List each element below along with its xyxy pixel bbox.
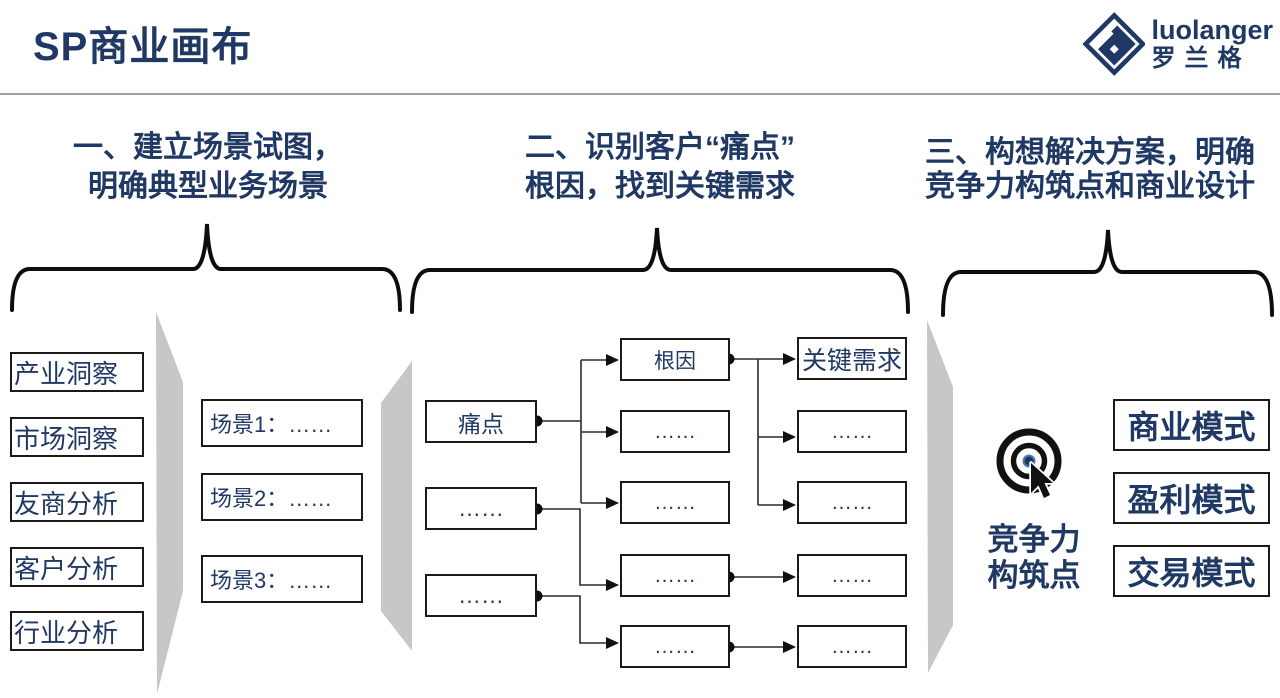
pain-box-3: …… [425, 574, 537, 617]
page-title: SP商业画布 [33, 25, 253, 69]
model-box-profit: 盈利模式 [1113, 472, 1270, 524]
target-cursor-icon [996, 428, 1062, 500]
perspective-panel-3 [927, 320, 953, 673]
step-1-line2: 明确典型业务场景 [88, 170, 328, 203]
step-3-line2: 竞争力构筑点和商业设计 [925, 170, 1255, 203]
pain-point-box: 痛点 [425, 400, 537, 443]
step-2-line1: 二、识别客户“痛点” [525, 131, 795, 164]
perspective-panel-2 [381, 361, 412, 651]
pain-box-2: …… [425, 487, 537, 530]
step-1-line1: 一、建立场景试图， [73, 131, 343, 164]
step-3-title: 三、构想解决方案，明确 竞争力构筑点和商业设计 [898, 136, 1280, 204]
root-box-2: …… [620, 410, 730, 453]
luolanger-diamond-icon [1083, 12, 1146, 76]
competitiveness-line1: 竞争力 [987, 522, 1081, 557]
connector-lines [537, 358, 785, 648]
perspective-panel-1 [156, 312, 183, 694]
brace-3 [941, 229, 1274, 317]
insight-box-industry: 产业洞察 [10, 352, 144, 392]
need-box-4: …… [797, 554, 907, 597]
model-box-transaction: 交易模式 [1113, 545, 1270, 597]
root-box-3: …… [620, 481, 730, 524]
arrowheads [606, 353, 796, 653]
logo-name: luolanger [1151, 15, 1273, 45]
need-box-3: …… [797, 481, 907, 524]
need-box-2: …… [797, 410, 907, 453]
insight-box-competitor: 友商分析 [10, 482, 144, 522]
company-logo: luolanger 罗兰格 [1083, 8, 1273, 80]
root-cause-box: 根因 [620, 338, 730, 381]
scenario-box-3: 场景3：…… [201, 555, 363, 603]
perspective-panel-shapes [156, 312, 953, 694]
brace-2 [410, 227, 910, 314]
insight-box-customer: 客户分析 [10, 547, 144, 587]
root-box-4: …… [620, 554, 730, 597]
insight-box-market: 市场洞察 [10, 417, 144, 457]
logo-name-cn: 罗兰格 [1151, 45, 1251, 72]
brace-1 [10, 223, 402, 312]
cursor-pointer [1029, 461, 1055, 500]
scenario-box-2: 场景2：…… [201, 473, 363, 521]
key-need-box: 关键需求 [797, 337, 907, 380]
insight-box-sector: 行业分析 [10, 611, 144, 651]
scenario-box-1: 场景1：…… [201, 399, 363, 447]
need-box-5: …… [797, 625, 907, 668]
root-box-5: …… [620, 625, 730, 668]
competitiveness-label: 竞争力 构筑点 [958, 522, 1110, 594]
step-3-line1: 三、构想解决方案，明确 [925, 136, 1255, 169]
competitiveness-line2: 构筑点 [987, 558, 1081, 593]
step-2-title: 二、识别客户“痛点” 根因，找到关键需求 [468, 128, 852, 206]
step-1-title: 一、建立场景试图， 明确典型业务场景 [28, 128, 388, 206]
model-box-business: 商业模式 [1113, 399, 1270, 451]
header-divider [0, 93, 1280, 95]
section-braces [10, 223, 1274, 317]
step-2-line2: 根因，找到关键需求 [525, 170, 795, 203]
